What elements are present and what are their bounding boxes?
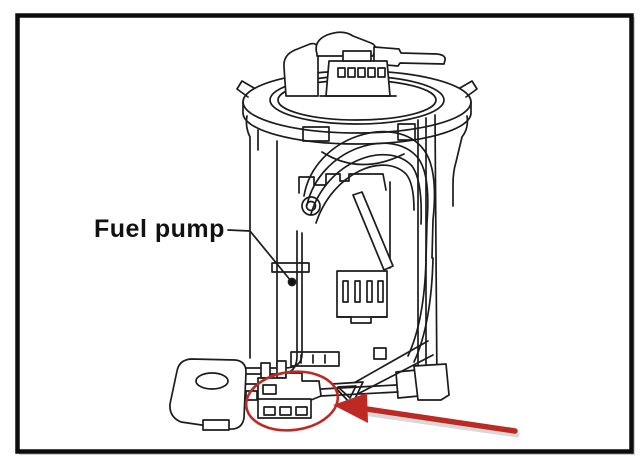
flange-tab-right xyxy=(459,80,478,98)
plate-hole xyxy=(195,372,229,390)
fuel-pump-label: Fuel pump xyxy=(94,215,225,243)
pump-body xyxy=(245,115,469,367)
line-art xyxy=(169,31,478,431)
fuel-outlet-tube xyxy=(373,46,446,67)
rod-foot xyxy=(413,363,450,401)
leader-line xyxy=(227,229,297,287)
electrical-connector xyxy=(325,60,391,97)
support-strut xyxy=(352,191,394,271)
leader-dot xyxy=(287,277,297,287)
pump-internals xyxy=(245,173,394,375)
arrow-shadow xyxy=(360,410,520,438)
flange-tab-left xyxy=(236,80,255,98)
inner-connector-box xyxy=(336,270,388,318)
float-plate xyxy=(169,358,258,431)
highlight-circle xyxy=(244,370,340,432)
grommet xyxy=(301,196,321,216)
pointer-arrow-shaft xyxy=(357,405,518,434)
highlight-annotations xyxy=(244,370,520,438)
bottom-connector xyxy=(257,360,399,419)
top-connector-assembly xyxy=(283,31,446,97)
pointer-arrow-head xyxy=(333,393,368,423)
